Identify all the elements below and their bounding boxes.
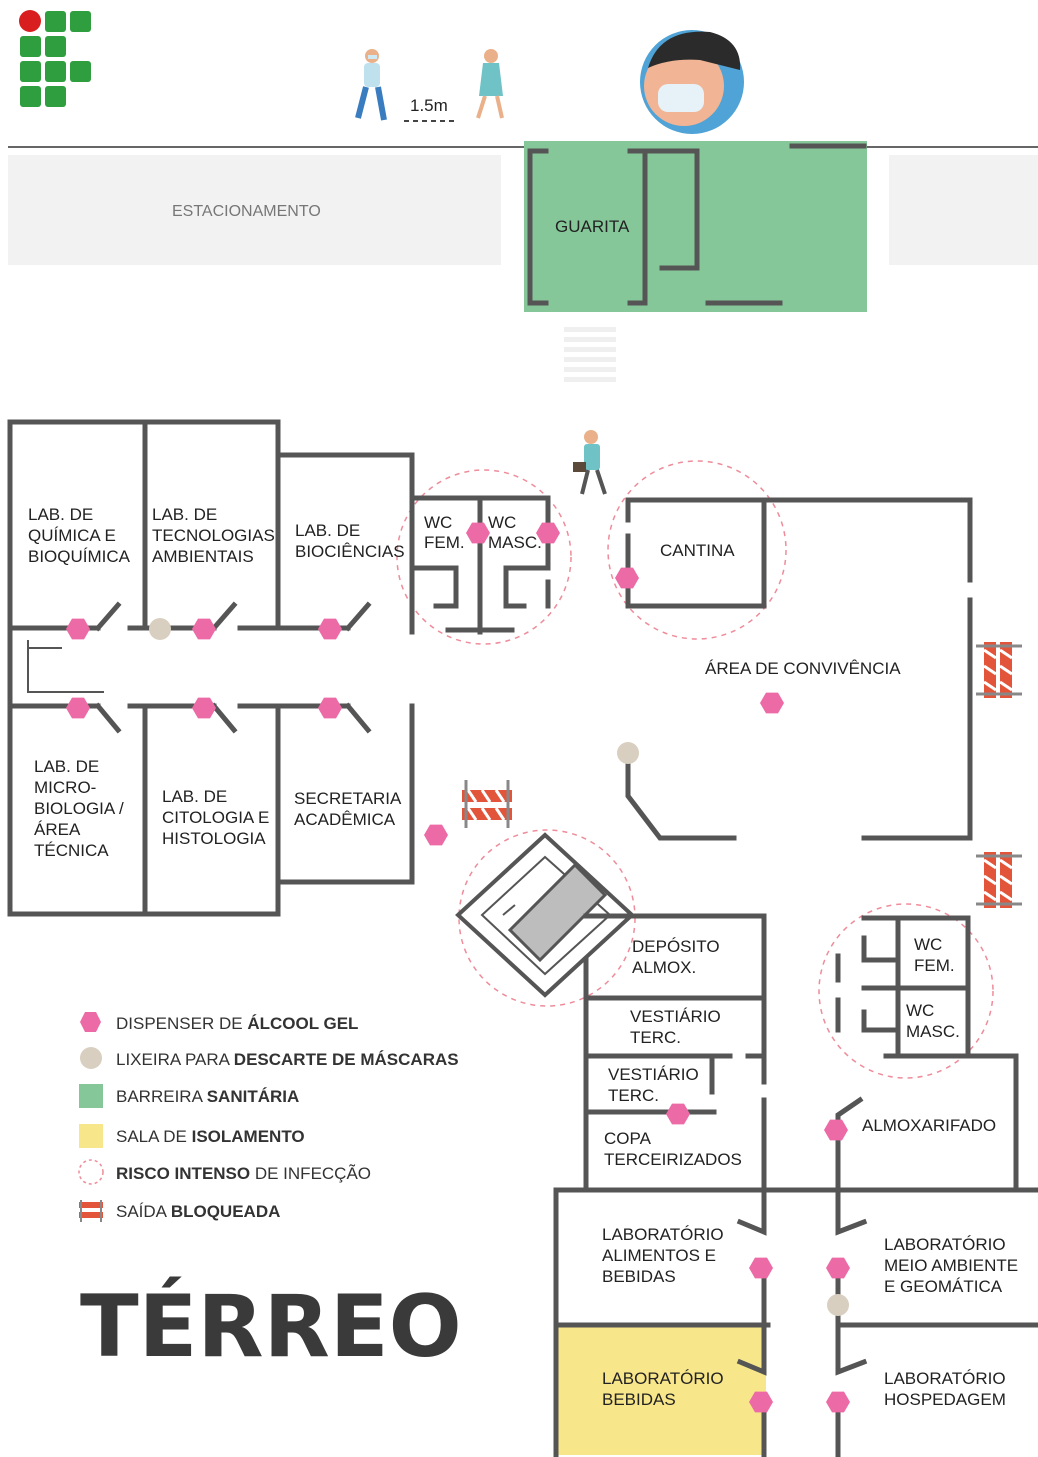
- circle-icon: [80, 1047, 102, 1069]
- dispenser-icon: [826, 1257, 850, 1279]
- legend-item-sanitary-barrier: BARREIRA SANITÁRIA: [116, 1087, 299, 1106]
- legend-item-dispenser: DISPENSER DE ÁLCOOL GEL: [116, 1014, 358, 1033]
- dispenser-icon: [666, 1103, 690, 1125]
- mask-bin-icon: [617, 742, 639, 764]
- guarita-walls: [527, 143, 867, 306]
- floor-title: TÉRREO: [80, 1276, 462, 1377]
- square-icon: [79, 1124, 103, 1148]
- dispenser-icon: [66, 618, 90, 640]
- dispenser-icon: [536, 522, 560, 544]
- parking-area-right: [889, 155, 1038, 265]
- legend-item-bin: LIXEIRA PARA DESCARTE DE MÁSCARAS: [116, 1050, 459, 1069]
- legend-item-infection-risk: RISCO INTENSO DE INFECÇÃO: [116, 1164, 371, 1183]
- mask-bins: [149, 618, 849, 1316]
- isolation-room: [556, 1325, 766, 1455]
- blocked-exit-barrier-icon: [462, 780, 512, 828]
- dispenser-icon: [192, 618, 216, 640]
- dispenser-icon: [615, 567, 639, 589]
- room-label-area-convivencia: ÁREA DE CONVIVÊNCIA: [705, 659, 901, 678]
- barrier-icon: [79, 1200, 103, 1222]
- dispenser-icon: [749, 1391, 773, 1413]
- risk-circle-wc-2: [818, 903, 994, 1079]
- hexagon-icon: [80, 1012, 101, 1032]
- room-label-cantina: CANTINA: [660, 541, 735, 560]
- guarita-label: GUARITA: [555, 217, 630, 236]
- blocked-exit-barrier-icon: [976, 642, 1022, 698]
- risk-circle-wc-1: [396, 469, 572, 645]
- dispenser-icon: [824, 1119, 848, 1141]
- room-label-almoxarifado: ALMOXARIFADO: [862, 1116, 996, 1135]
- blocked-exit-barrier-icon: [976, 852, 1022, 908]
- dashed-circle-icon: [78, 1159, 104, 1185]
- dispenser-icon: [192, 697, 216, 719]
- square-icon: [79, 1084, 103, 1108]
- dispenser-icon: [424, 824, 448, 846]
- wc-block-2-walls: [835, 915, 1019, 1193]
- walking-person-icon: [355, 49, 387, 121]
- dispenser-icon: [318, 618, 342, 640]
- crosswalk: [564, 327, 616, 382]
- dispenser-icon: [760, 692, 784, 714]
- service-block-walls: [553, 913, 1038, 1193]
- distance-label: 1.5m: [410, 96, 448, 115]
- masked-face-icon: [640, 30, 744, 134]
- left-wing-walls: [7, 419, 415, 917]
- parking-area: [8, 155, 501, 265]
- risk-circle-cantina: [607, 460, 787, 640]
- walking-person-icon: [476, 49, 504, 119]
- mask-bin-icon: [827, 1294, 849, 1316]
- alcohol-gel-dispensers: [66, 522, 850, 1413]
- legend: DISPENSER DE ÁLCOOL GEL LIXEIRA PARA DES…: [78, 1012, 459, 1222]
- dispenser-icon: [318, 697, 342, 719]
- bottom-labs-walls: [553, 1187, 1038, 1457]
- legend-item-blocked-exit: SAÍDA BLOQUEADA: [116, 1202, 280, 1221]
- dispenser-icon: [466, 522, 490, 544]
- dispenser-icon: [66, 697, 90, 719]
- mask-bin-icon: [149, 618, 171, 640]
- person-briefcase-icon: [573, 430, 607, 495]
- legend-item-isolation-room: SALA DE ISOLAMENTO: [116, 1127, 305, 1146]
- parking-label: ESTACIONAMENTO: [172, 203, 321, 220]
- dispenser-icon: [826, 1391, 850, 1413]
- dispenser-icon: [749, 1257, 773, 1279]
- institute-logo: [19, 10, 91, 107]
